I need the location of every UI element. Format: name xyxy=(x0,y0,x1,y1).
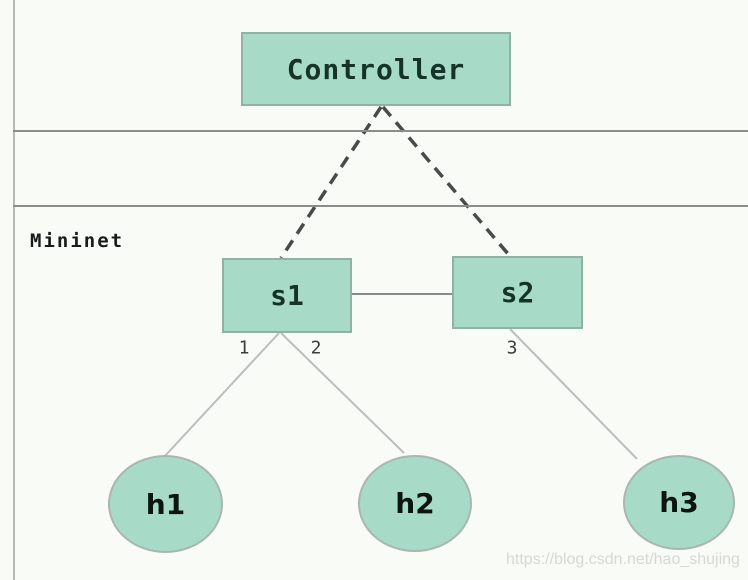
controller-zone-divider-top xyxy=(13,130,748,132)
node-host-h2: h2 xyxy=(358,455,472,552)
mininet-zone-label: Mininet xyxy=(30,230,125,252)
link-s1-h2 xyxy=(280,332,405,454)
port-label-s1-2: 2 xyxy=(310,337,322,359)
port-label-s1-1: 1 xyxy=(238,337,250,359)
node-switch-s1: s1 xyxy=(222,258,352,333)
controller-zone-divider-bottom xyxy=(13,205,748,207)
left-border-line xyxy=(13,0,15,580)
s2-label: s2 xyxy=(500,276,535,309)
s1-label: s1 xyxy=(270,279,304,312)
h3-label: h3 xyxy=(659,486,699,519)
port-label-s2-3: 3 xyxy=(506,337,518,359)
control-link-controller-s1 xyxy=(279,106,383,259)
link-s2-h3 xyxy=(509,328,638,460)
node-switch-s2: s2 xyxy=(452,256,583,329)
controller-label: Controller xyxy=(286,52,466,86)
node-host-h1: h1 xyxy=(108,455,223,553)
control-link-controller-s2 xyxy=(381,105,511,257)
node-controller: Controller xyxy=(241,32,511,106)
csdn-watermark: https://blog.csdn.net/hao_shujing xyxy=(506,551,740,568)
h1-label: h1 xyxy=(145,487,186,521)
node-host-h3: h3 xyxy=(623,455,735,550)
link-s1-h1 xyxy=(163,332,280,458)
h2-label: h2 xyxy=(395,487,435,520)
